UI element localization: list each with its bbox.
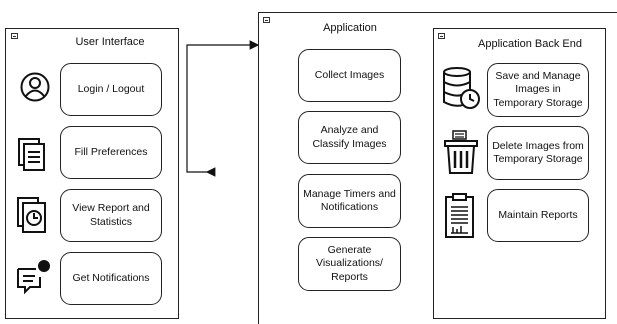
- get-notifications-button[interactable]: Get Notifications: [60, 252, 162, 305]
- generate-visualizations-button[interactable]: Generate Visualizations/ Reports: [298, 237, 401, 291]
- notification-icon: [17, 260, 50, 295]
- application-title: Application: [323, 22, 377, 34]
- collapse-icon[interactable]: [11, 33, 18, 39]
- report-clock-icon: [17, 197, 46, 233]
- user-icon: [20, 72, 50, 102]
- collapse-icon[interactable]: [263, 17, 270, 23]
- analyze-classify-button[interactable]: Analyze and Classify Images: [298, 111, 401, 164]
- save-manage-images-button[interactable]: Save and Manage Images in Temporary Stor…: [487, 63, 589, 117]
- database-clock-icon: [443, 67, 480, 109]
- maintain-reports-button[interactable]: Maintain Reports: [487, 189, 589, 242]
- document-icon: [18, 138, 45, 171]
- backend-panel: [433, 28, 606, 319]
- trash-icon: [444, 130, 478, 174]
- collapse-icon[interactable]: [438, 33, 445, 39]
- backend-title: Application Back End: [478, 38, 582, 50]
- fill-preferences-button[interactable]: Fill Preferences: [60, 126, 162, 179]
- view-report-button[interactable]: View Report and Statistics: [60, 189, 162, 242]
- user-interface-title: User Interface: [75, 36, 145, 48]
- application-panel-top-border: [258, 12, 617, 13]
- collect-images-button[interactable]: Collect Images: [298, 49, 401, 102]
- application-panel-left-border: [258, 12, 259, 324]
- manage-timers-button[interactable]: Manage Timers and Notifications: [298, 174, 401, 228]
- login-logout-button[interactable]: Login / Logout: [60, 63, 162, 116]
- delete-images-button[interactable]: Delete Images from Temporary Storage: [487, 126, 589, 180]
- user-interface-panel: [5, 28, 179, 319]
- clipboard-icon: [445, 193, 474, 238]
